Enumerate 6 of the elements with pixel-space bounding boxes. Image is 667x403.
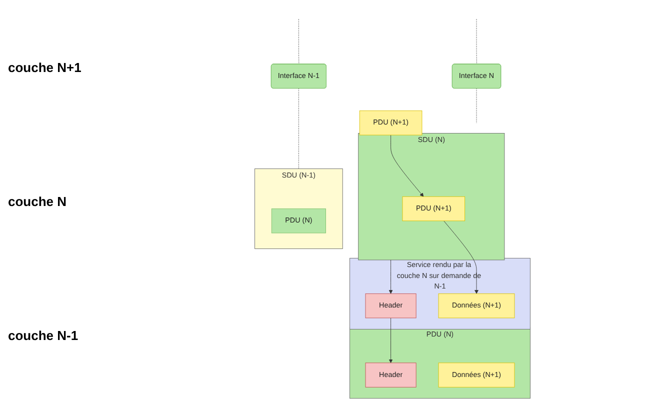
layer-label: couche N+1 — [8, 60, 82, 75]
layer-label: couche N — [8, 194, 68, 209]
layer-label: couche N-1 — [8, 328, 80, 344]
connector — [476, 18, 477, 64]
connector — [298, 18, 300, 64]
connector — [298, 88, 299, 168]
